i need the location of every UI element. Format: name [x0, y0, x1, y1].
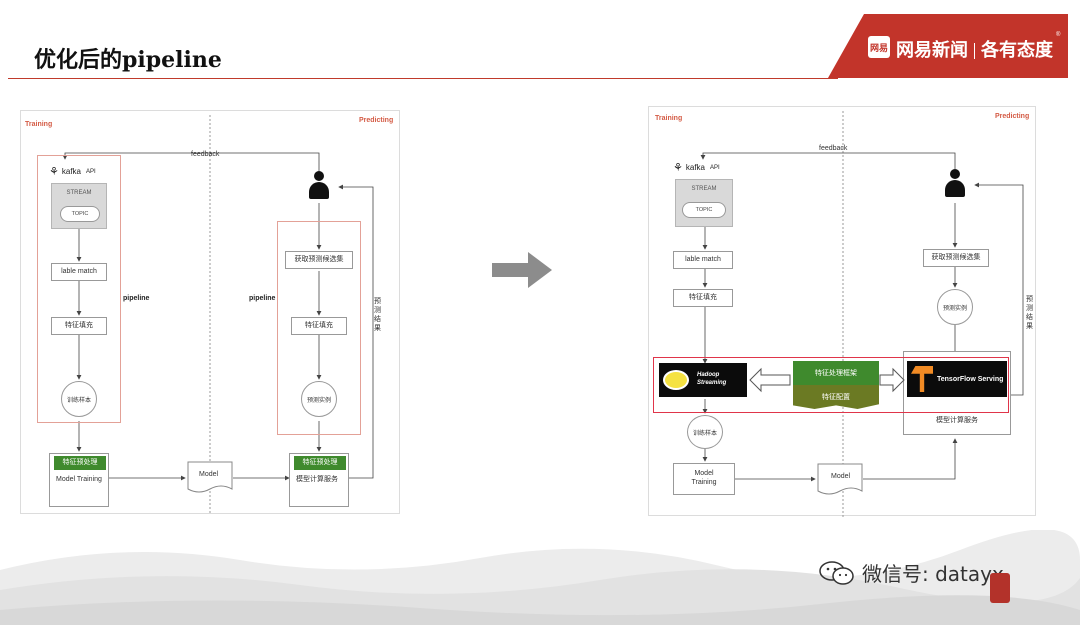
kafka-icon-2: ⚘: [673, 162, 683, 174]
left-connectors: [62, 115, 374, 515]
hadoop-streaming-logo: Hadoop Streaming: [659, 363, 747, 397]
model-training-node-2: Model Training: [673, 463, 735, 495]
hadoop-text: Hadoop Streaming: [697, 372, 726, 388]
predict-result-label: 预测结果: [374, 298, 381, 333]
training-pipeline-frame: [37, 155, 121, 423]
train-sample-circle: 训练样本: [61, 381, 97, 417]
feature-fill-node: 特征填充: [51, 317, 107, 335]
feature-config-box: 特征配置: [793, 385, 879, 409]
training-label-2: Training: [655, 115, 683, 122]
model-training-line2: Training: [691, 479, 717, 486]
model-training-line1: Model: [694, 470, 714, 478]
lable-match-node-2: lable match: [673, 251, 733, 269]
model-training-label: Model Training: [56, 476, 102, 483]
tensorflow-serving-text: TensorFlow Serving: [937, 375, 1004, 383]
model-label: Model: [199, 471, 219, 478]
stream-box: STREAM TOPIC: [51, 183, 107, 229]
model-training-node: 特征预处理 Model Training: [49, 453, 109, 507]
predict-instance-circle-2: 预测实例: [937, 289, 973, 325]
red-seal-stamp: [990, 573, 1010, 603]
train-sample-circle-2: 训练样本: [687, 415, 723, 449]
right-connectors: [700, 111, 1024, 517]
topic-cylinder: TOPIC: [60, 206, 100, 222]
feedback-label-2: feedback: [819, 145, 848, 152]
tensorflow-serving-logo: TensorFlow Serving: [907, 361, 1007, 397]
user-person-icon-2: [945, 169, 965, 199]
kafka-icon: ⚘: [49, 166, 59, 178]
model-compute-label: 模型计算服务: [296, 476, 338, 483]
lable-match-node: lable match: [51, 263, 107, 281]
predicting-pipeline-label: pipeline: [249, 295, 276, 302]
model-compute-label-2: 模型计算服务: [936, 417, 978, 425]
feature-framework-box: 特征处理框架: [793, 361, 879, 385]
kafka-logo: ⚘ kafka API: [49, 165, 96, 178]
predicting-label-2: Predicting: [995, 113, 1030, 120]
netease-logo: 网易: [868, 36, 890, 58]
topic-cylinder-2: TOPIC: [682, 202, 726, 218]
left-diagram: Training Predicting feedback ⚘ kafka API…: [20, 110, 400, 515]
brand-text: 网易新闻各有态度: [896, 36, 1053, 62]
brand-separator: [974, 43, 975, 59]
stream-box-2: STREAM TOPIC: [675, 179, 733, 227]
user-person-icon: [309, 171, 329, 201]
predicting-label: Predicting: [359, 117, 394, 124]
training-label: Training: [25, 121, 53, 128]
slide-title: 优化后的pipeline: [34, 47, 222, 73]
brand-banner: 网易 网易新闻各有态度 ®: [828, 14, 1068, 78]
feature-preprocess-badge-2: 特征预处理: [294, 456, 346, 470]
hadoop-line1: Hadoop: [697, 372, 720, 379]
get-candidates-node: 获取预测候选集: [285, 251, 353, 269]
get-candidates-node-2: 获取预测候选集: [923, 249, 989, 267]
kafka-api-text-2: API: [710, 164, 720, 171]
feedback-label: feedback: [191, 151, 220, 158]
tensorflow-icon: [911, 366, 933, 392]
brand-slogan: 各有态度: [981, 40, 1053, 61]
stream-label: STREAM: [66, 190, 92, 196]
framework-highlight-frame: [653, 357, 1009, 413]
predict-instance-circle: 预测实例: [301, 381, 337, 417]
watermark-text: 微信号: datayx: [862, 562, 1004, 586]
kafka-text-2: kafka: [685, 163, 705, 172]
model-document-icon-2: [817, 463, 863, 495]
kafka-logo-2: ⚘ kafka API: [673, 161, 720, 174]
hadoop-elephant-icon: [663, 370, 689, 390]
title-divider: [8, 78, 838, 79]
hollow-right-arrow-icon: [879, 367, 905, 393]
wechat-icon: [819, 560, 854, 585]
registered-mark: ®: [1056, 32, 1061, 38]
model-document-icon: [187, 461, 233, 493]
feature-preprocess-badge: 特征预处理: [54, 456, 106, 470]
kafka-api-text: API: [86, 168, 96, 175]
predicting-pipeline-frame: [277, 221, 361, 435]
predict-result-label-2: 预测结果: [1026, 296, 1033, 331]
stream-label-2: STREAM: [691, 186, 717, 192]
model-compute-node: 特征预处理 模型计算服务: [289, 453, 349, 507]
feature-fill-node-2: 特征填充: [291, 317, 347, 335]
model-label-2: Model: [831, 473, 851, 480]
right-diagram: Training Predicting feedback ⚘ kafka API…: [648, 106, 1036, 517]
feature-fill-node-3: 特征填充: [673, 289, 733, 307]
hadoop-line2: Streaming: [697, 380, 727, 386]
ink-landscape-background: [0, 530, 1080, 625]
wechat-watermark: 微信号: datayx: [818, 558, 1004, 587]
kafka-text: kafka: [61, 167, 81, 176]
brand-name: 网易新闻: [896, 40, 968, 61]
transition-arrow-icon: [492, 252, 552, 288]
training-pipeline-label: pipeline: [123, 295, 150, 302]
hollow-left-arrow-icon: [749, 367, 791, 393]
